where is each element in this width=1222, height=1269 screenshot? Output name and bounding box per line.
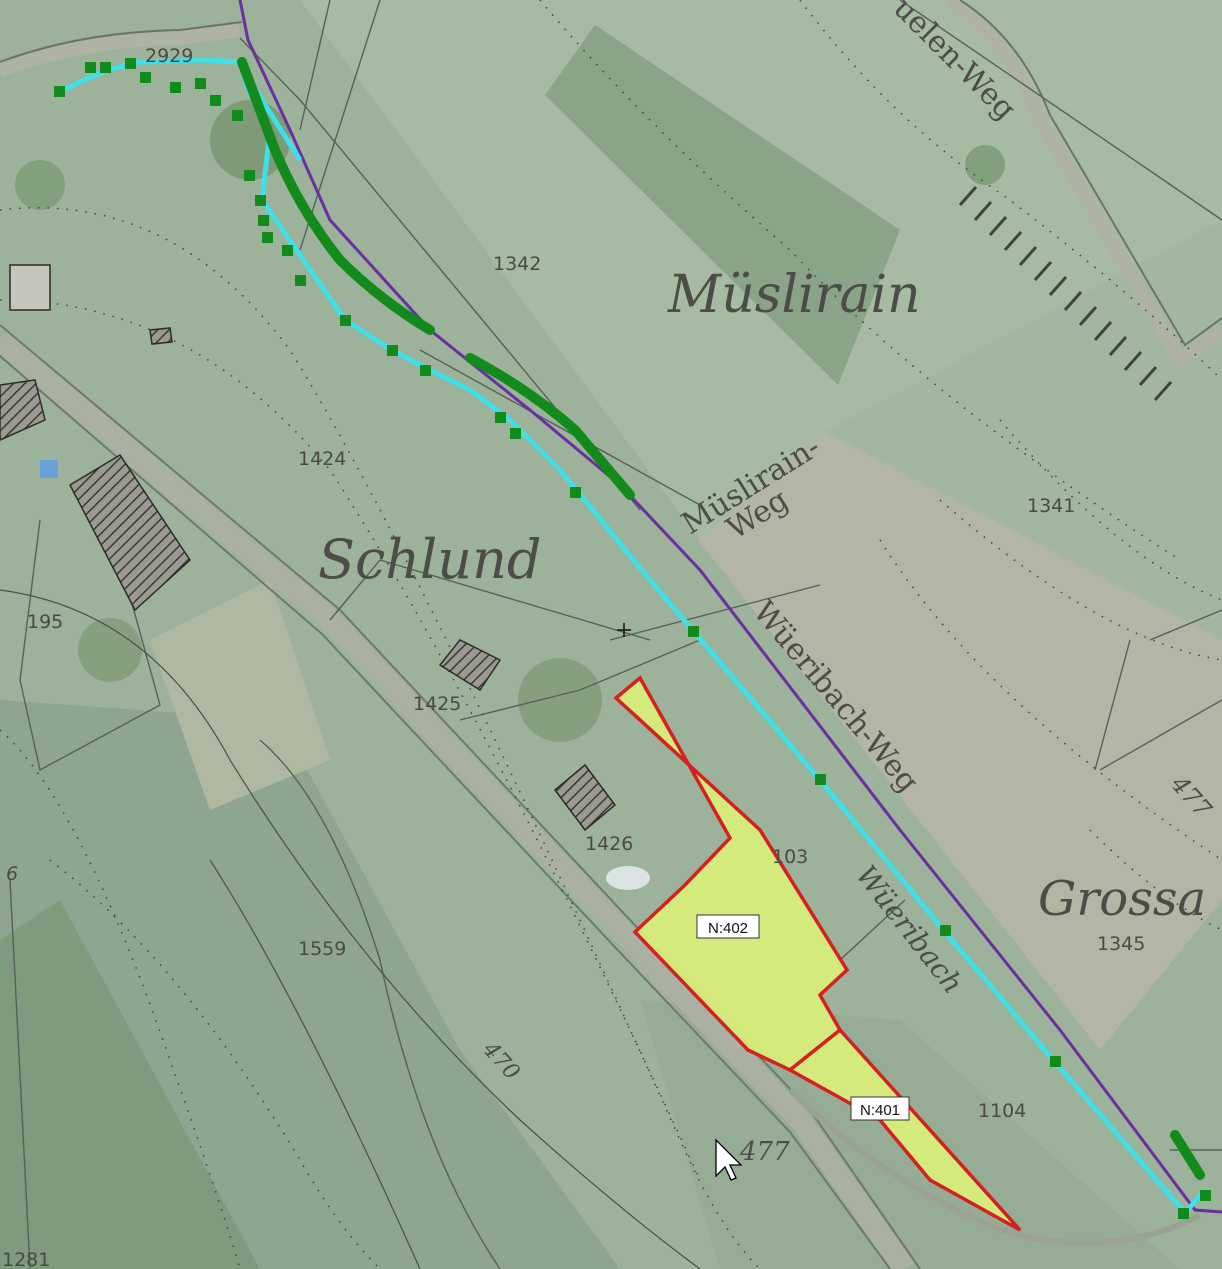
parcel-label-402[interactable]: N:402 — [708, 920, 748, 937]
locality-label: Schlund — [318, 528, 541, 591]
parcel-number: 1281 — [2, 1249, 50, 1269]
parcel-number: 1424 — [298, 448, 346, 470]
parcel-402[interactable] — [613, 675, 850, 1073]
north-road-edge — [0, 21, 243, 63]
field-east — [825, 220, 1222, 640]
tree-cluster — [78, 618, 142, 682]
slope-hatch-marks — [958, 186, 1173, 401]
parcel-number: 1425 — [413, 693, 461, 715]
main-road — [0, 331, 914, 1269]
vertex-points — [54, 58, 1211, 1219]
locality-label: Grossa — [1038, 871, 1206, 927]
parcel-number: 1342 — [493, 253, 541, 275]
contour-lines-solid — [0, 589, 701, 1269]
orchard-patch — [545, 25, 900, 385]
parcel-number: 2929 — [145, 45, 193, 67]
parcel-boundaries — [9, 0, 1222, 1269]
mouse-pointer-icon — [715, 1138, 743, 1181]
parcel-label-401-box — [850, 1096, 910, 1121]
boundary-line — [238, 0, 1222, 1214]
parcel-label-401[interactable]: N:401 — [860, 1102, 900, 1119]
south-curve-road — [787, 1087, 1202, 1246]
tree-cluster — [518, 658, 602, 742]
parcel-number: 1341 — [1027, 495, 1075, 517]
parcel-number: 195 — [27, 611, 63, 633]
locality-label: Müslirain — [667, 265, 921, 325]
parcel-number: 1426 — [585, 833, 633, 855]
contour-elevation-label: 477 — [739, 1137, 790, 1167]
uelen-weg-edge — [959, 0, 1222, 347]
parcel-number: 1559 — [298, 938, 346, 960]
main-road-edge — [0, 355, 891, 1269]
parcel-number: 1345 — [1097, 933, 1145, 955]
parcel-number: 103 — [772, 846, 808, 868]
tree-cluster — [210, 100, 290, 180]
buildings — [0, 264, 650, 890]
crosshair-marker — [617, 623, 631, 637]
tree-cluster — [965, 145, 1005, 185]
vertex-polyline — [237, 57, 1205, 1180]
field-ploughed — [698, 432, 1222, 1050]
woodland-southwest — [0, 900, 260, 1269]
field-west-pale — [150, 580, 330, 810]
main-road-edge — [0, 324, 921, 1269]
tree-cluster — [15, 160, 65, 210]
north-road — [0, 23, 241, 77]
parcel-number: 1104 — [978, 1100, 1026, 1122]
uelen-weg-road — [946, 0, 1222, 371]
parcel-label-402-box — [696, 914, 760, 939]
parcel-number: 6 — [6, 863, 18, 885]
